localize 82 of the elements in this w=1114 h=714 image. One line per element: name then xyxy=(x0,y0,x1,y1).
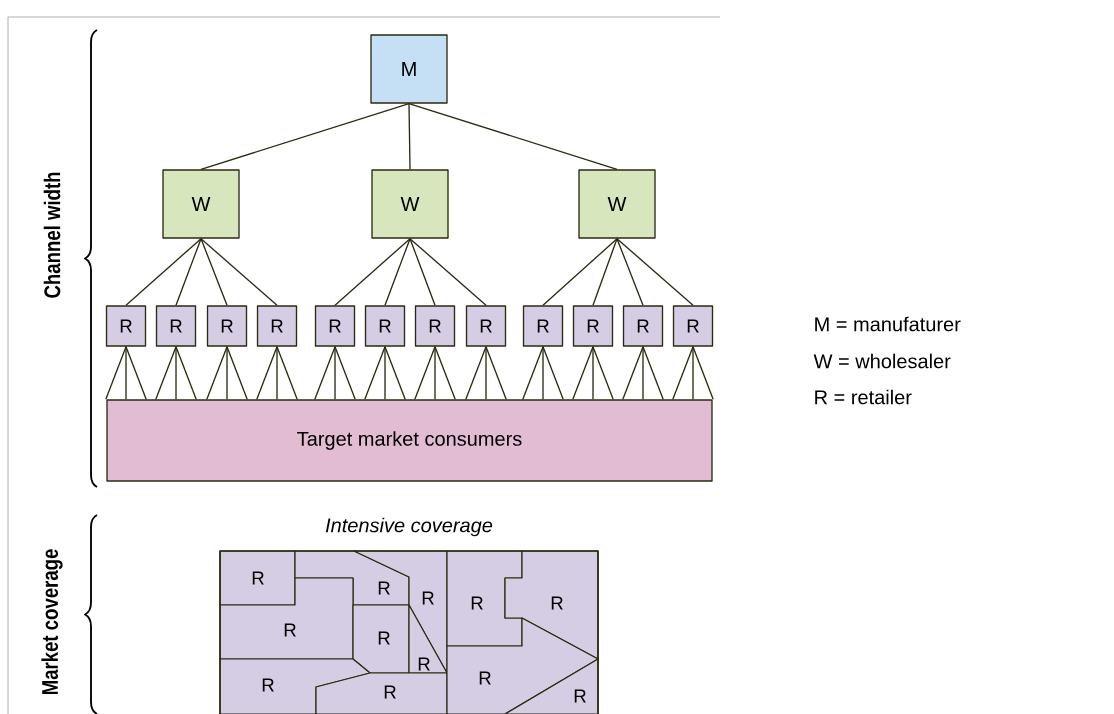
connector-line xyxy=(542,346,544,400)
connector-line xyxy=(434,346,456,400)
retailer-box: R xyxy=(364,305,406,347)
connector-line xyxy=(200,238,228,306)
connector-line xyxy=(175,346,177,400)
connector-line xyxy=(256,346,278,400)
map-region: R xyxy=(219,658,371,714)
connector-line xyxy=(155,346,177,400)
connector-line xyxy=(408,103,411,170)
map-region: R xyxy=(408,604,448,674)
connector-line xyxy=(175,346,197,400)
wholesaler-box: W xyxy=(578,169,656,239)
connector-line xyxy=(409,238,436,306)
manufacturer-box: M xyxy=(370,34,448,104)
connector-line xyxy=(125,238,202,306)
connector-line xyxy=(616,238,644,306)
connector-line xyxy=(384,238,411,306)
connector-line xyxy=(276,346,298,400)
connector-line xyxy=(384,346,406,400)
connector-line xyxy=(409,238,487,306)
connector-line xyxy=(572,346,594,400)
node-label: R xyxy=(479,671,491,685)
legend-text: W = wholesaler xyxy=(813,353,951,369)
side-label: Market coverage xyxy=(41,549,63,695)
connector-line xyxy=(622,346,644,400)
connector-line xyxy=(408,103,618,170)
connector-line xyxy=(175,238,202,306)
retailer-box: R xyxy=(414,305,456,347)
connector-line xyxy=(334,346,336,400)
connector-line xyxy=(542,346,564,400)
connector-line xyxy=(522,346,544,400)
connector-line xyxy=(364,346,386,400)
connector-line xyxy=(692,346,714,400)
connector-line xyxy=(206,346,228,400)
connector-line xyxy=(105,346,127,400)
connector-line xyxy=(125,346,147,400)
connector-line xyxy=(542,238,618,306)
retailer-box: R xyxy=(155,305,197,347)
connector-line xyxy=(485,346,487,400)
connector-line xyxy=(226,346,228,400)
retailer-box: R xyxy=(206,305,248,347)
connector-line xyxy=(592,238,618,306)
retailer-box: R xyxy=(314,305,356,347)
connector-line xyxy=(692,346,694,400)
connector-line xyxy=(592,346,594,400)
node-label: R xyxy=(574,689,586,703)
connector-line xyxy=(465,346,487,400)
connector-line xyxy=(642,346,644,400)
connector-line xyxy=(384,346,386,400)
retailer-box: R xyxy=(572,305,614,347)
node-label: R xyxy=(262,678,274,692)
map-region: R xyxy=(315,672,448,714)
connector-line xyxy=(672,346,694,400)
wholesaler-box: W xyxy=(162,169,240,239)
connector-line xyxy=(414,346,436,400)
connector-line xyxy=(125,346,127,400)
connector-line xyxy=(276,346,278,400)
retailer-box: R xyxy=(256,305,298,347)
connector-line xyxy=(314,346,336,400)
retailer-box: R xyxy=(465,305,507,347)
map-region: R xyxy=(352,604,410,674)
connector-line xyxy=(485,346,507,400)
consumers-box: Target market consumers xyxy=(106,399,713,482)
side-label: Channel width xyxy=(43,172,61,298)
connector-line xyxy=(616,238,694,306)
connector-line xyxy=(200,103,410,170)
legend-text: M = manufaturer xyxy=(815,316,961,332)
connector-line xyxy=(592,346,614,400)
connector-line xyxy=(334,238,411,306)
retailer-box: R xyxy=(622,305,664,347)
node-label: R xyxy=(384,685,396,699)
connector-line xyxy=(434,346,436,400)
map-title: Intensive coverage xyxy=(325,517,493,537)
connector-line xyxy=(226,346,248,400)
legend-text: R = retailer xyxy=(815,389,912,405)
retailer-box: R xyxy=(672,305,714,347)
retailer-box: R xyxy=(105,305,147,347)
retailer-box: R xyxy=(522,305,564,347)
connector-line xyxy=(200,238,278,306)
connector-line xyxy=(334,346,356,400)
wholesaler-box: W xyxy=(371,169,449,239)
connector-line xyxy=(642,346,664,400)
